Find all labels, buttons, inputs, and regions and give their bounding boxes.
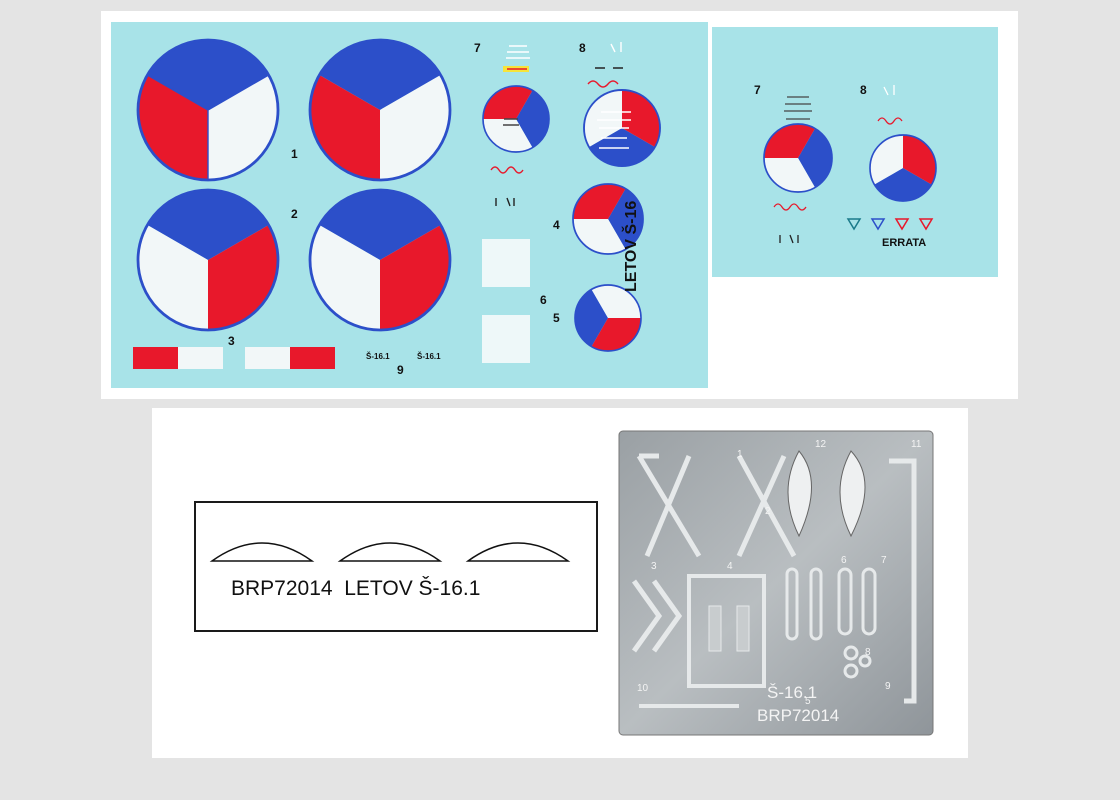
roundel-2b: [308, 188, 452, 332]
pe-part-number-3: 3: [651, 561, 657, 572]
errata-number-7: 7: [754, 83, 761, 97]
decal-number-7: 7: [474, 41, 481, 55]
errata-label: ERRATA: [882, 237, 927, 249]
pe-windscreen-12a: [787, 450, 812, 538]
pe-chevron-3: [631, 579, 683, 653]
pe-small-parts: [785, 567, 877, 679]
decal-sheet-title: LETOV Š-16: [623, 200, 640, 292]
roundel-8: [583, 89, 661, 167]
pe-part-number-4: 4: [727, 561, 733, 572]
pe-panel-4: [687, 574, 766, 688]
pe-windscreen-12b: [839, 450, 866, 538]
roundel-7: [482, 85, 550, 153]
inscription-artwork-7: [490, 45, 530, 207]
film-caption: BRP72014 LETOV Š-16.1: [231, 577, 481, 600]
windscreen-outline-2: [337, 542, 443, 562]
pe-rail-11: [889, 458, 917, 704]
stripe-red-left: [133, 347, 178, 369]
errata-roundel-7: [763, 123, 833, 193]
roundel-4: [572, 183, 644, 255]
roundel-1a: [136, 38, 280, 182]
pe-part-number-8: 8: [865, 647, 871, 658]
pe-code: Š-16.1: [767, 683, 818, 702]
errata-number-8: 8: [860, 83, 867, 97]
pe-product-code: BRP72014: [757, 706, 840, 725]
blank-decal-1: [482, 239, 530, 287]
triangle-marker-1: [846, 218, 862, 231]
inscription-artwork-8: [587, 42, 631, 149]
errata-inscriptions: [773, 85, 903, 244]
roundel-5: [574, 284, 642, 352]
pe-part-number-5: 5: [805, 696, 811, 707]
stripe-white-right: [245, 347, 290, 369]
windscreen-outline-3: [465, 542, 571, 562]
tail-code-left: Š-16.1: [366, 352, 390, 361]
acetate-windscreen-film: BRP72014 LETOV Š-16.1: [194, 501, 598, 632]
triangle-marker-4: [918, 218, 934, 231]
pe-part-number-7: 7: [881, 555, 887, 566]
tail-code-right: Š-16.1: [417, 352, 441, 361]
pe-part-number-9: 9: [885, 681, 891, 692]
decal-sheet: 1 2 3 4 5 6 7 8 9 Š-16.1 Š-16.1 LETOV Š-…: [111, 22, 708, 388]
blank-decal-2: [482, 315, 530, 363]
windscreen-outline-1: [209, 542, 315, 562]
decal-number-3: 3: [228, 334, 235, 348]
pe-part-number-12: 12: [815, 439, 827, 450]
triangle-marker-2: [870, 218, 886, 231]
decal-number-1: 1: [291, 147, 298, 161]
decal-number-2: 2: [291, 207, 298, 221]
pe-part-number-11: 11: [911, 439, 922, 450]
decal-number-9: 9: [397, 363, 404, 377]
pe-part-number-6: 6: [841, 555, 847, 566]
errata-decal-sheet: 7 8 ERRATA: [712, 27, 998, 277]
roundel-2a: [136, 188, 280, 332]
triangle-marker-3: [894, 218, 910, 231]
decal-number-8: 8: [579, 41, 586, 55]
decal-number-5: 5: [553, 311, 560, 325]
stripe-white-left: [178, 347, 223, 369]
pe-part-number-1: 1: [737, 449, 743, 460]
roundel-1b: [308, 38, 452, 182]
errata-roundel-8: [869, 134, 937, 202]
pe-part-number-2: 2: [765, 506, 771, 517]
decal-number-6: 6: [540, 293, 547, 307]
stripe-red-right: [290, 347, 335, 369]
decal-number-4: 4: [553, 218, 560, 232]
pe-struts: [636, 453, 797, 558]
pe-part-number-10: 10: [637, 683, 649, 694]
